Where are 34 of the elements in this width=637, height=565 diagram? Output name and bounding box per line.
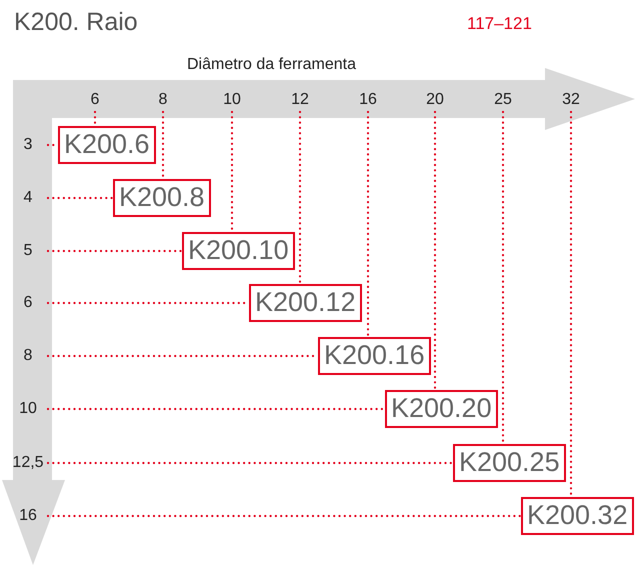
dotted-leader-line: [46, 250, 184, 252]
dotted-leader-line: [298, 110, 302, 286]
diameter-label: 6: [81, 90, 109, 110]
diameter-label: 8: [149, 90, 177, 110]
diameter-label: 32: [557, 90, 585, 110]
radius-label: 3: [10, 135, 46, 155]
part-code-box: K200.16: [318, 337, 431, 375]
radius-label: 12,5: [10, 453, 46, 473]
part-code-box: K200.8: [113, 179, 211, 217]
radius-label: 4: [10, 188, 46, 208]
part-code-box: K200.32: [521, 497, 634, 535]
diameter-label: 20: [421, 90, 449, 110]
title: K200. Raio: [14, 8, 138, 37]
diameter-label: 12: [286, 90, 314, 110]
part-code-box: K200.25: [453, 444, 566, 482]
dotted-leader-line: [46, 196, 114, 200]
diameter-label: 10: [218, 90, 246, 110]
dotted-leader-line: [46, 514, 522, 518]
page-reference: 117–121: [467, 14, 532, 34]
dotted-leader-line: [366, 110, 370, 338]
part-code-box: K200.6: [58, 126, 156, 164]
dotted-leader-line: [46, 462, 454, 464]
radius-label: 8: [10, 346, 46, 366]
radius-label: 5: [10, 241, 46, 261]
part-code-box: K200.20: [385, 390, 498, 428]
axis-title: Diâmetro da ferramenta: [187, 56, 356, 74]
dotted-leader-line: [434, 110, 436, 392]
radius-label: 10: [10, 399, 46, 419]
diameter-label: 25: [489, 90, 517, 110]
diameter-label: 16: [354, 90, 382, 110]
radius-label: 16: [10, 506, 46, 526]
part-code-box: K200.10: [182, 232, 295, 270]
part-code-box: K200.12: [249, 284, 362, 322]
radius-label: 6: [10, 293, 46, 313]
